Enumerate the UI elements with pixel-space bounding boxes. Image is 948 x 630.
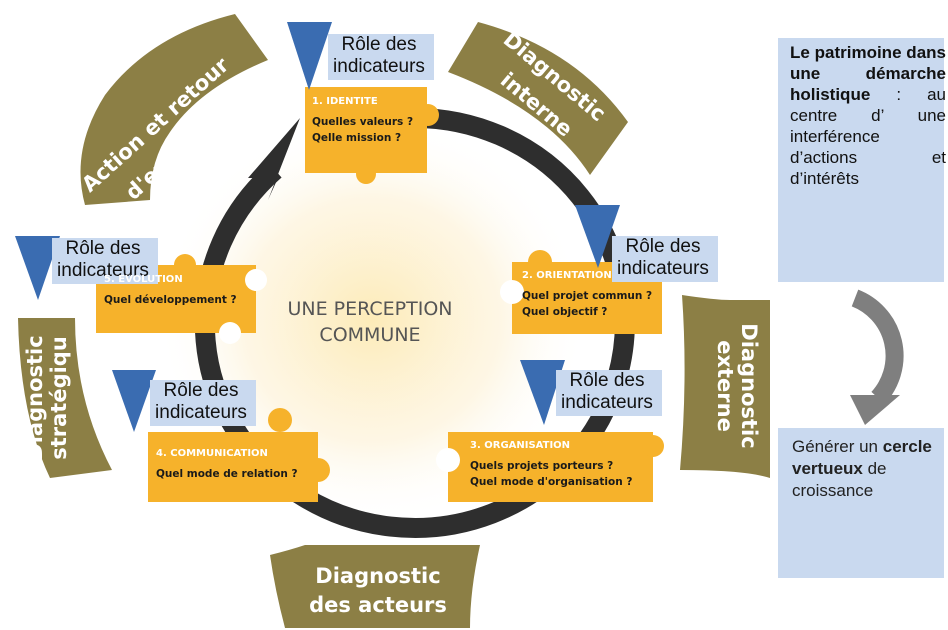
indicator-triangle-1 <box>287 22 332 90</box>
cycle-arrowhead <box>248 118 300 200</box>
patrimoine-panel <box>778 38 944 282</box>
puzzle-identite-q1: Quelles valeurs ? <box>312 116 414 128</box>
puzzle-evolution-title: 5. EVOLUTION <box>104 274 183 285</box>
role-label-4-line1: Rôle des <box>163 380 239 401</box>
puzzle-organisation <box>436 432 664 502</box>
indicator-triangle-3 <box>520 360 565 425</box>
cercle-plain1: Générer un <box>792 437 883 456</box>
role-label-3-line2: indicateurs <box>561 392 653 413</box>
puzzle-organisation-title: 3. ORGANISATION <box>470 440 571 451</box>
puzzle-orientation-questions: Quel projet commun ? Quel objectif ? <box>522 288 652 320</box>
role-label-1-line1: Rôle des <box>341 34 417 55</box>
role-label-5-line1: Rôle des <box>65 238 141 259</box>
role-box-5 <box>52 238 158 284</box>
role-label-4-line2: indicateurs <box>155 402 247 423</box>
role-box-1 <box>328 34 434 80</box>
puzzle-organisation-questions: Quels projets porteurs ? Quel mode d'orga… <box>470 458 632 490</box>
puzzle-communication-title: 4. COMMUNICATION <box>156 448 268 459</box>
banner-externe-line1: Diagnostic <box>737 323 761 448</box>
puzzle-orientation-q2: Quel objectif ? <box>522 306 608 318</box>
banner-acteurs-line2: des acteurs <box>309 593 447 617</box>
center-label: UNE PERCEPTION COMMUNE <box>270 296 470 348</box>
role-label-3-line1: Rôle des <box>569 370 645 391</box>
banner-diagnostic-externe: Diagnostic externe <box>680 295 770 478</box>
cercle-panel <box>778 428 944 578</box>
center-glow <box>157 115 587 525</box>
puzzle-communication <box>148 408 330 502</box>
puzzle-orientation-title: 2. ORIENTATION <box>522 270 612 281</box>
curve-arrowhead <box>850 395 900 425</box>
role-box-3 <box>556 370 662 416</box>
banner-diagnostic-acteurs: Diagnostic des acteurs <box>270 545 480 628</box>
puzzle-organisation-q1: Quels projets porteurs ? <box>470 460 614 472</box>
puzzle-orientation <box>500 250 662 334</box>
patrimoine-bold: Le patrimoine dans une démarche holistiq… <box>790 43 946 104</box>
indicator-triangle-4 <box>112 370 156 432</box>
banner-externe-line2: externe <box>713 340 737 432</box>
puzzle-identite <box>305 87 439 184</box>
role-label-2-line2: indicateurs <box>617 258 709 279</box>
role-label-1-line2: indicateurs <box>333 56 425 77</box>
role-label-5-line2: indicateurs <box>57 260 149 281</box>
cercle-plain2: de croissance <box>792 459 887 500</box>
curve-arrow-body <box>851 289 904 405</box>
indicator-triangle-2 <box>575 205 620 268</box>
center-line2: COMMUNE <box>319 324 421 346</box>
puzzle-identite-q2: Qelle mission ? <box>312 132 402 144</box>
banner-strategique-line2: stratégiqu <box>47 336 71 460</box>
puzzle-evolution-q1: Quel développement ? <box>104 294 237 306</box>
role-box-2 <box>612 236 718 282</box>
role-label-2-line1: Rôle des <box>625 236 701 257</box>
banner-acteurs-line1: Diagnostic <box>315 564 440 588</box>
banner-diagnostic-strategique: Diagnostic stratégiqu <box>18 318 112 478</box>
patrimoine-plain: : au centre d’ une interférence d’action… <box>790 85 946 188</box>
puzzle-communication-q1: Quel mode de relation ? <box>156 468 298 480</box>
puzzle-identite-title: 1. IDENTITE <box>312 96 378 107</box>
center-line1: UNE PERCEPTION <box>287 298 453 320</box>
cycle-ring <box>194 107 635 538</box>
role-box-4 <box>150 380 256 426</box>
banner-strategique-line1: Diagnostic <box>23 335 47 460</box>
puzzle-orientation-q1: Quel projet commun ? <box>522 290 653 302</box>
cercle-text: Générer un cercle vertueux de croissance <box>792 436 942 502</box>
puzzle-identite-questions: Quelles valeurs ? Qelle mission ? <box>312 114 413 146</box>
patrimoine-text: Le patrimoine dans une démarche holistiq… <box>790 42 946 189</box>
cercle-bold: cercle vertueux <box>792 437 932 478</box>
indicator-triangle-5 <box>15 236 60 300</box>
puzzle-organisation-q2: Quel mode d'organisation ? <box>470 476 633 488</box>
